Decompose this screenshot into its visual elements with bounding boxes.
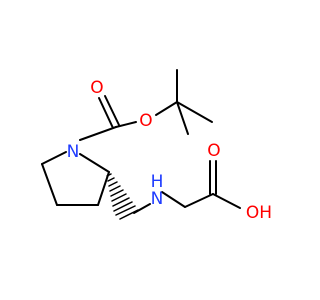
bond-tbu-oxygen: [155, 101, 178, 116]
bond-ester-oxygen-carbonyl: [115, 121, 137, 128]
bond-ring-c4-c5: [41, 163, 58, 206]
atom-carbonyl-oxygen: O: [90, 78, 103, 98]
bond-methylene-carboxyl: [184, 193, 214, 208]
hashed-wedge-bond: [106, 173, 139, 220]
molecule-diagram: O O N H N O OH: [41, 69, 272, 223]
structure-canvas: O O N H N O OH: [41, 69, 273, 223]
atom-acid-carbonyl-oxygen: O: [207, 141, 220, 161]
bond-amine-methylene: [161, 191, 186, 208]
atom-hydroxyl: OH: [246, 203, 272, 223]
atom-amine-hydrogen: H: [151, 172, 164, 192]
atom-amine-nitrogen: N: [151, 189, 164, 209]
bond-tbu-methyl-lower: [176, 101, 189, 135]
atom-ester-oxygen: O: [139, 111, 152, 131]
bond-ring-c5-n: [41, 151, 67, 165]
bond-tbu-methyl-right: [176, 101, 213, 123]
atom-ring-nitrogen: N: [67, 142, 80, 162]
bond-carbonyl-double-a: [98, 97, 114, 129]
bond-carbonyl-double-b: [104, 95, 120, 126]
bond-ring-c2-c3: [97, 171, 110, 206]
bond-carboxyl-hydroxyl: [212, 193, 241, 209]
bond-ring-n-c2: [79, 153, 110, 173]
bond-carbonyl-ring-nitrogen: [79, 126, 117, 141]
bond-methylene-amine: [133, 203, 151, 214]
